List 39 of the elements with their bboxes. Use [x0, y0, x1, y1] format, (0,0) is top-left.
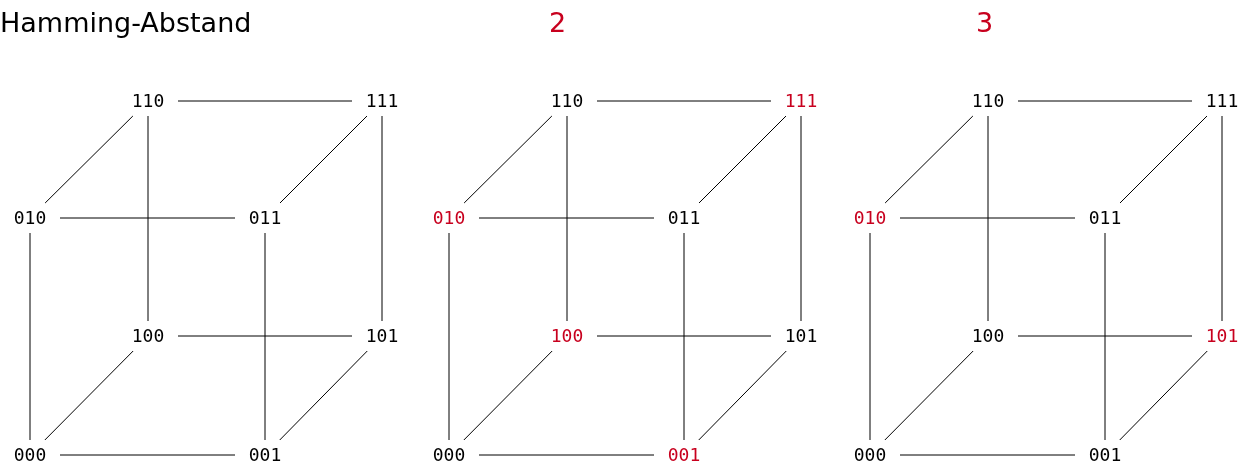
cube-edge [698, 350, 787, 441]
cube-edge [800, 115, 802, 322]
cube-edge [44, 350, 134, 441]
cube-edge [698, 115, 787, 204]
cube-edge [44, 115, 134, 204]
cube-edge [596, 100, 772, 102]
cube-edge [448, 232, 450, 441]
cube-edge [1119, 350, 1208, 441]
distance-value: 3 [976, 6, 994, 40]
distance-value: 2 [549, 6, 567, 40]
cube-edge [381, 115, 383, 322]
cube-edge [478, 217, 655, 219]
cube-edge [899, 217, 1076, 219]
cube-edge [899, 454, 1076, 456]
cube-edge [177, 100, 353, 102]
cube-edge [1119, 115, 1208, 204]
cube-edge [884, 115, 974, 204]
cube-edge [177, 335, 353, 337]
cube-edge [279, 115, 368, 204]
cube-edge [987, 115, 989, 322]
cube-edge [596, 335, 772, 337]
cube-edge [1017, 335, 1193, 337]
cube-edge [566, 115, 568, 322]
cube-edge [478, 454, 655, 456]
cube-edge [264, 232, 266, 441]
cube-edge [147, 115, 149, 322]
cube-edge [29, 232, 31, 441]
cube-edge [1221, 115, 1223, 322]
cube-edge [683, 232, 685, 441]
cube-edge [463, 115, 553, 204]
cube-edge [1017, 100, 1193, 102]
cube-edge [59, 454, 236, 456]
cube-edge [59, 217, 236, 219]
slide-title: Hamming-Abstand [0, 6, 252, 40]
cube-edge [884, 350, 974, 441]
cube-edge [869, 232, 871, 441]
cube-edge [279, 350, 368, 441]
cube-edge [463, 350, 553, 441]
cube-edge [1104, 232, 1106, 441]
